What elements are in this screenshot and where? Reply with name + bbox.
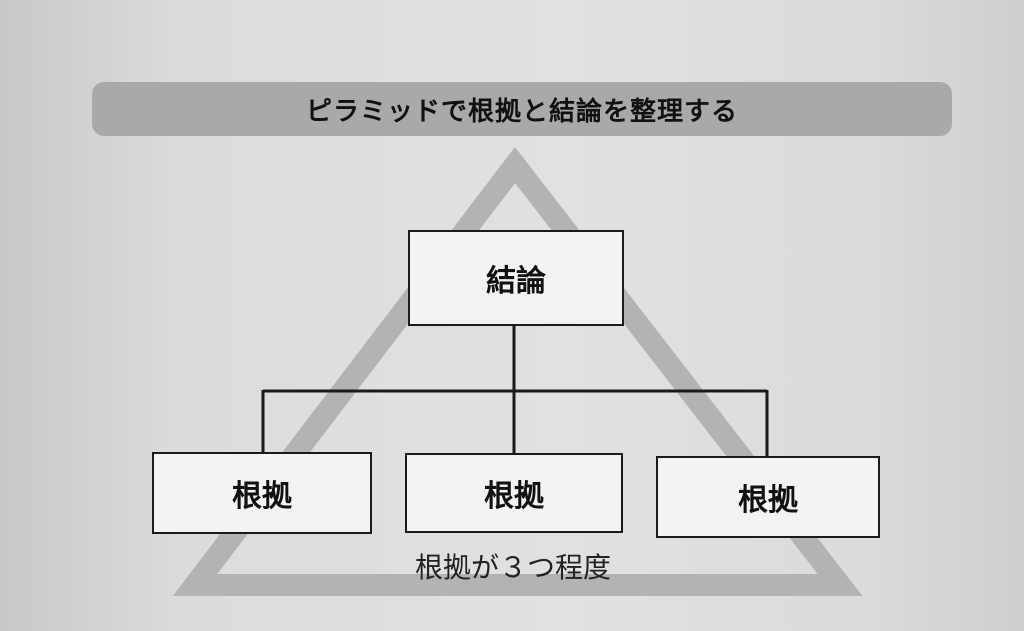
reason-box-center: 根拠 [405, 453, 623, 533]
reason-label-left: 根拠 [232, 479, 292, 514]
pyramid-caption: 根拠が３つ程度 [414, 551, 611, 584]
reason-box-right: 根拠 [656, 456, 880, 538]
reason-label-right: 根拠 [738, 483, 798, 518]
reason-box-left: 根拠 [152, 452, 372, 534]
diagram-title: ピラミッドで根拠と結論を整理する [305, 96, 738, 127]
conclusion-box: 結論 [408, 230, 624, 326]
conclusion-label: 結論 [486, 264, 546, 299]
title-bar: ピラミッドで根拠と結論を整理する [92, 82, 952, 136]
reason-label-center: 根拠 [484, 479, 544, 514]
